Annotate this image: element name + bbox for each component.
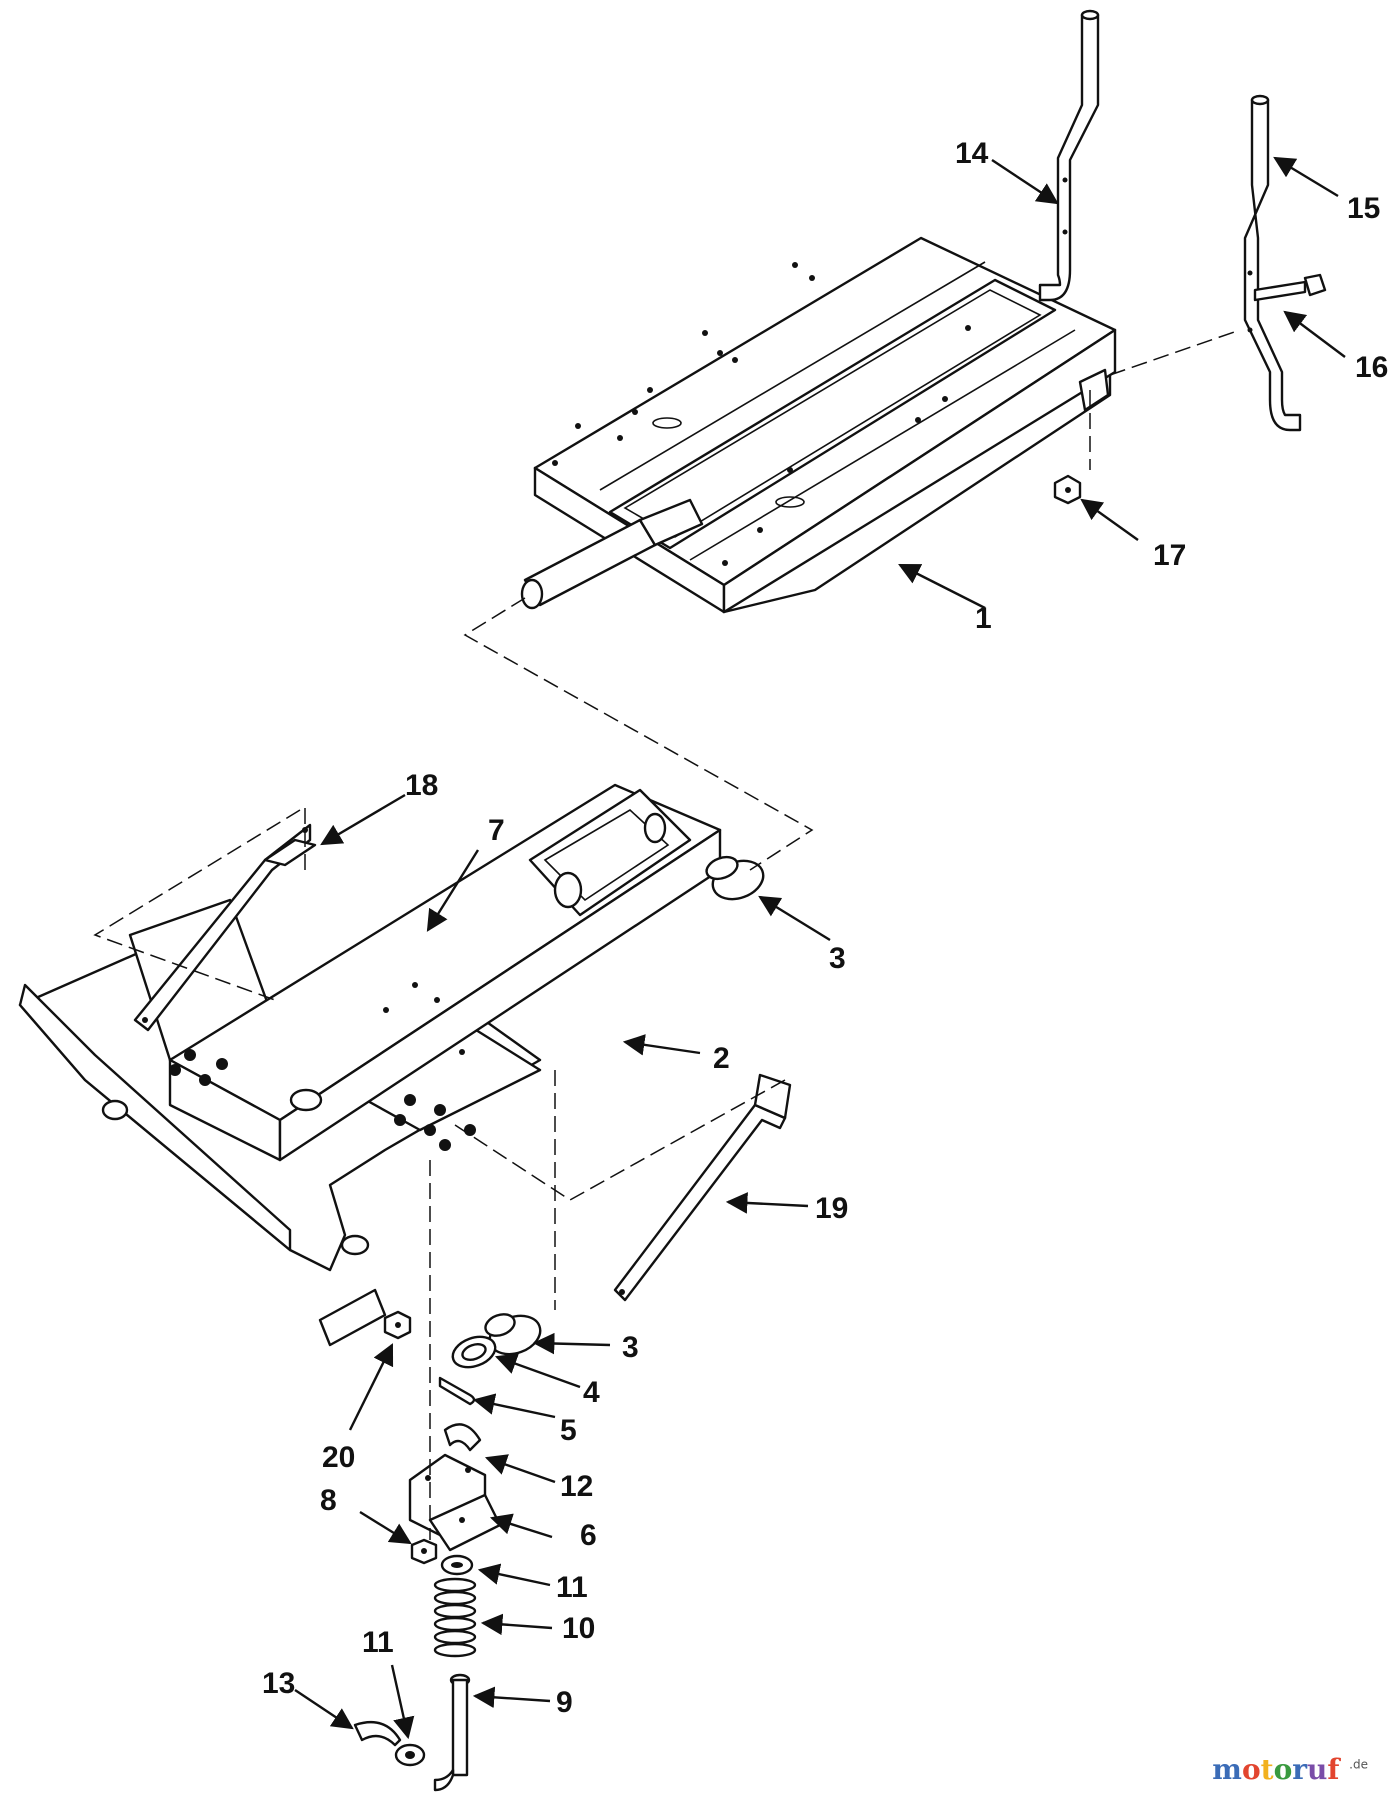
part-2-seat-frame xyxy=(18,783,722,1347)
callout-6: 6 xyxy=(580,1519,597,1552)
callout-2: 2 xyxy=(713,1042,730,1075)
part-1-seat-base xyxy=(520,236,1117,614)
part-18-strap xyxy=(133,823,317,1032)
part-19-strap xyxy=(613,1073,792,1302)
callout-15: 15 xyxy=(1347,192,1380,225)
part-4-washer xyxy=(451,1335,497,1369)
watermark-suffix: .de xyxy=(1349,1757,1368,1772)
callout-14: 14 xyxy=(955,137,989,170)
callout-13: 13 xyxy=(262,1667,295,1700)
part-12-clip xyxy=(443,1423,482,1452)
callout-5: 5 xyxy=(560,1414,577,1447)
part-6-bracket xyxy=(408,1453,502,1552)
part-8-nut xyxy=(410,1538,438,1565)
callout-10: 10 xyxy=(562,1612,595,1645)
callout-1: 1 xyxy=(975,602,992,635)
part-20-nut xyxy=(383,1310,412,1340)
callout-20: 20 xyxy=(322,1441,355,1474)
part-17-nut xyxy=(1053,474,1082,505)
callout-11-upper: 11 xyxy=(556,1571,588,1604)
callout-3-lower: 3 xyxy=(622,1331,639,1364)
part-11-washer-upper xyxy=(440,1554,474,1576)
callout-7: 7 xyxy=(488,814,505,847)
leader-arrows xyxy=(294,156,1346,1740)
watermark-logo: motoruf .de xyxy=(1212,1753,1368,1786)
part-5-cotter-pin xyxy=(438,1376,476,1406)
callout-12: 12 xyxy=(560,1470,593,1503)
part-16-bolt xyxy=(1253,273,1327,302)
callout-17: 17 xyxy=(1153,539,1186,572)
callout-8: 8 xyxy=(320,1484,337,1517)
part-13-hair-pin xyxy=(353,1720,402,1747)
callout-9: 9 xyxy=(556,1686,573,1719)
part-3-bushing-upper xyxy=(705,855,765,901)
callout-19: 19 xyxy=(815,1192,848,1225)
part-15-seat-rail xyxy=(1243,94,1302,432)
watermark-text: motoruf xyxy=(1212,1753,1340,1786)
part-10-spring xyxy=(433,1577,477,1658)
part-11-washer-lower xyxy=(394,1743,426,1767)
callout-4: 4 xyxy=(583,1376,600,1409)
callout-3-upper: 3 xyxy=(829,942,846,975)
assembly-lines xyxy=(93,329,1241,1540)
callout-labels: 1 2 3 3 4 5 6 7 8 9 10 11 11 12 13 14 15… xyxy=(262,137,1388,1719)
part-9-pin xyxy=(433,1673,471,1792)
part-3-bushing-lower xyxy=(484,1313,542,1356)
part-14-seat-rail xyxy=(1038,9,1100,302)
callout-16: 16 xyxy=(1355,351,1388,384)
callout-11-lower: 11 xyxy=(362,1626,394,1659)
callout-18: 18 xyxy=(405,769,438,802)
